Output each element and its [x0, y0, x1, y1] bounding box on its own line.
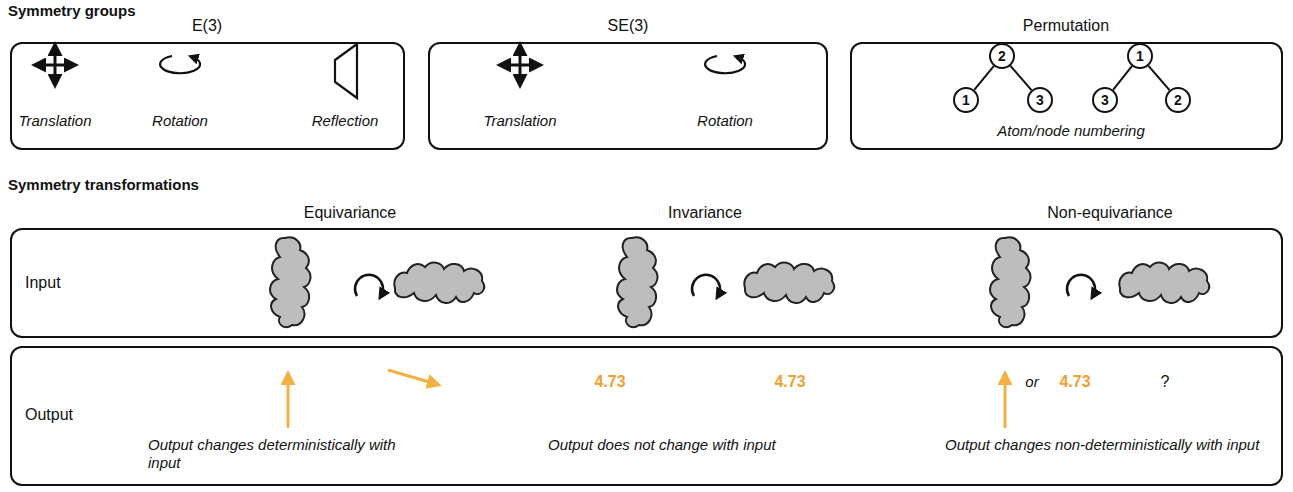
output-value: 4.73	[1059, 372, 1090, 391]
or-word: or	[1025, 373, 1038, 391]
icon-label: Rotation	[152, 112, 208, 130]
row-label: Input	[25, 273, 61, 292]
group-box: E(3)TranslationRotationReflection	[10, 42, 405, 150]
shape-illustration	[270, 237, 1209, 327]
reflection-icon	[335, 44, 357, 98]
node-number: 2	[1174, 93, 1182, 107]
atom-node: 2	[1165, 87, 1191, 113]
output-note: Output changes non-deterministically wit…	[945, 436, 1265, 454]
group-box: SE(3)TranslationRotation	[428, 42, 828, 150]
icon-label: Translation	[483, 112, 556, 130]
group-box: PermutationAtom/node numbering123312	[850, 42, 1283, 150]
column-title: Invariance	[668, 203, 742, 222]
node-number: 1	[1136, 49, 1144, 63]
bond-line	[1113, 66, 1132, 90]
node-number: 3	[1036, 93, 1044, 107]
row-box: Input	[10, 228, 1283, 338]
column-title: Non-equivariance	[1047, 203, 1172, 222]
atom-node: 3	[1027, 87, 1053, 113]
atom-node: 1	[953, 87, 979, 113]
atom-node: 3	[1092, 87, 1118, 113]
icon-label: Reflection	[312, 112, 379, 130]
group-title: Permutation	[1023, 16, 1109, 35]
section-title: Symmetry groups	[8, 2, 136, 20]
icon-label: Atom/node numbering	[997, 122, 1145, 140]
output-arrow	[288, 370, 1005, 428]
group-title: SE(3)	[608, 16, 649, 35]
output-note: Output changes deterministically with in…	[148, 436, 418, 472]
translation-icon	[37, 47, 538, 83]
bond-line	[1010, 66, 1031, 90]
unknown-mark: ?	[1161, 372, 1170, 391]
node-number: 1	[962, 93, 970, 107]
node-number: 3	[1101, 93, 1109, 107]
output-note: Output does not change with input	[548, 436, 808, 454]
section-title: Symmetry transformations	[8, 176, 199, 194]
row-box: OutputOutput changes deterministically w…	[10, 346, 1283, 486]
group-title: E(3)	[192, 16, 222, 35]
icon-label: Translation	[18, 112, 91, 130]
output-value: 4.73	[594, 372, 625, 391]
atom-node: 1	[1127, 43, 1153, 69]
atom-node: 2	[989, 43, 1015, 69]
column-title: Equivariance	[304, 203, 397, 222]
bond-line	[1148, 66, 1169, 90]
output-value: 4.73	[774, 372, 805, 391]
icon-label: Rotation	[697, 112, 753, 130]
row-label: Output	[25, 405, 73, 424]
rotation-icon	[160, 56, 745, 73]
node-number: 2	[998, 49, 1006, 63]
bond-line	[974, 66, 994, 90]
